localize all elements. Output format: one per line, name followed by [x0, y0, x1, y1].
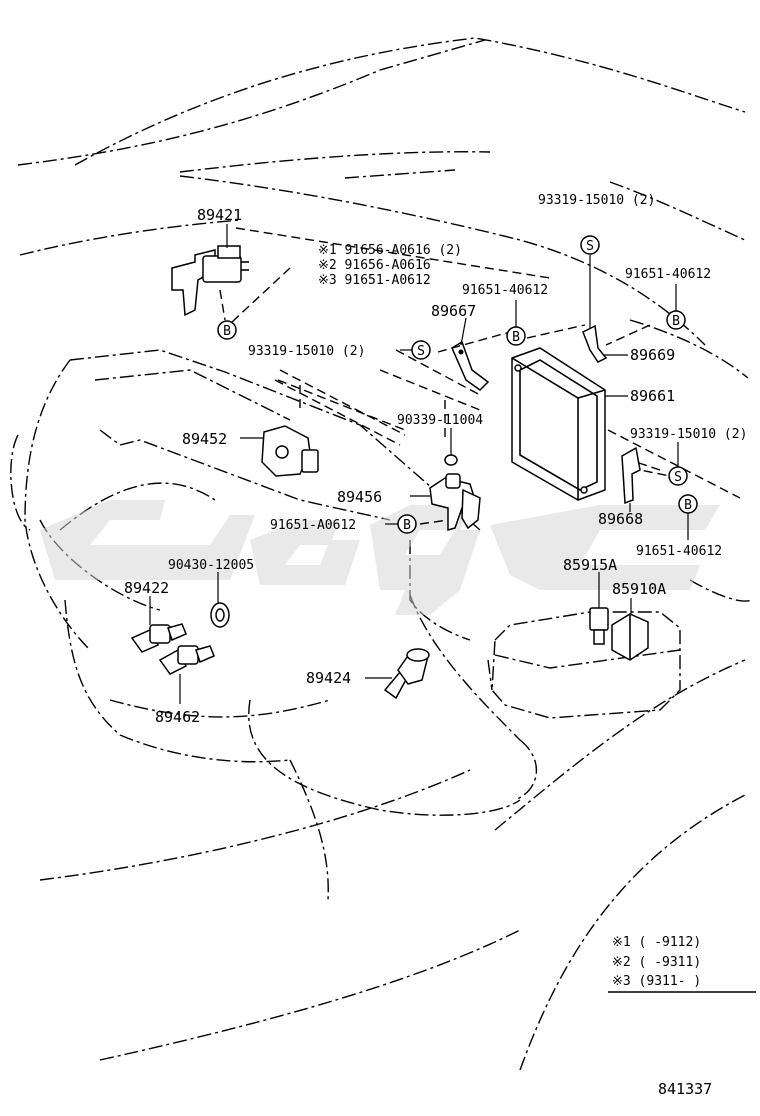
leader-lines	[219, 227, 741, 525]
part-90430-12005-gasket[interactable]	[210, 572, 230, 628]
label-89456[interactable]: 89456	[337, 488, 382, 506]
part-89452-sensor[interactable]	[240, 425, 319, 477]
label-89669[interactable]: 89669	[630, 346, 675, 364]
part-85910a-relay[interactable]	[611, 598, 649, 661]
label-91651-40612-right[interactable]: 91651-40612	[625, 267, 711, 282]
screw-symbol[interactable]: S	[411, 340, 431, 360]
bolt-symbol[interactable]: B	[217, 320, 237, 340]
svg-text:B: B	[223, 324, 231, 339]
label-93319-15010-mid[interactable]: 93319-15010 (2)	[248, 344, 365, 359]
label-89452[interactable]: 89452	[182, 430, 227, 448]
svg-text:B: B	[512, 330, 520, 345]
label-ticks	[385, 284, 689, 540]
part-89424-sensor[interactable]	[365, 648, 430, 700]
variant-line-2[interactable]: ※2 91656-A0616	[318, 258, 431, 273]
label-93319-15010-right[interactable]: 93319-15010 (2)	[630, 427, 747, 442]
label-90430-12005[interactable]: 90430-12005	[168, 558, 254, 573]
svg-text:B: B	[672, 314, 680, 329]
legend-line-3: ※3 (9311- )	[612, 974, 701, 989]
part-89462-sensor[interactable]	[158, 645, 215, 704]
svg-text:S: S	[674, 470, 682, 485]
label-89421[interactable]: 89421	[197, 206, 242, 224]
label-85910a[interactable]: 85910A	[612, 580, 666, 598]
screw-symbol[interactable]: S	[668, 466, 688, 486]
svg-text:S: S	[586, 239, 594, 254]
bolt-symbol[interactable]: B	[397, 514, 417, 534]
label-90339-11004[interactable]: 90339-11004	[397, 413, 483, 428]
body-outline	[17, 37, 753, 1071]
bolt-symbol[interactable]: B	[678, 494, 698, 514]
label-89668[interactable]: 89668	[598, 510, 643, 528]
part-89456-sensor[interactable]	[410, 473, 481, 531]
variant-line-3[interactable]: ※3 91651-A0612	[318, 273, 431, 288]
svg-text:S: S	[417, 344, 425, 359]
label-89667[interactable]: 89667	[431, 302, 476, 320]
part-89661-ecu[interactable]	[511, 347, 628, 501]
label-89422[interactable]: 89422	[124, 579, 169, 597]
part-89669-bracket[interactable]	[582, 255, 628, 363]
bolt-symbol[interactable]: B	[666, 310, 686, 330]
label-91651-40612-bottom[interactable]: 91651-40612	[636, 544, 722, 559]
label-91651-a0612[interactable]: 91651-A0612	[270, 518, 356, 533]
variant-callout: ※1 91656-A0616 (2) ※2 91656-A0616 ※3 916…	[318, 243, 462, 288]
part-89421-sensor[interactable]	[171, 224, 249, 317]
label-85915a[interactable]: 85915A	[563, 556, 617, 574]
legend: ※1 ( -9112) ※2 ( -9311) ※3 (9311- )	[608, 935, 756, 993]
svg-text:B: B	[684, 498, 692, 513]
part-85915a-relay[interactable]	[589, 572, 609, 645]
diagram-number: 841337	[658, 1080, 712, 1098]
part-89667-bracket[interactable]	[451, 317, 490, 391]
part-90339-11004-cap[interactable]	[444, 428, 458, 466]
screw-symbol[interactable]: S	[580, 235, 600, 255]
label-89462[interactable]: 89462	[155, 708, 200, 726]
label-91651-40612-mid[interactable]: 91651-40612	[462, 283, 548, 298]
label-93319-15010-top[interactable]: 93319-15010 (2)	[538, 193, 655, 208]
variant-line-1[interactable]: ※1 91656-A0616 (2)	[318, 243, 462, 258]
svg-text:B: B	[403, 518, 411, 533]
part-89668-bracket[interactable]	[621, 446, 641, 512]
bolt-symbol[interactable]: B	[506, 326, 526, 346]
part-labels: 89421 89667 89669 89661 89452 89456 8966…	[124, 193, 747, 726]
watermark-logo	[40, 500, 720, 615]
legend-line-2: ※2 ( -9311)	[612, 955, 701, 970]
label-89661[interactable]: 89661	[630, 387, 675, 405]
legend-line-1: ※1 ( -9112)	[612, 935, 701, 950]
part-89422-sensor[interactable]	[130, 596, 187, 653]
label-89424[interactable]: 89424	[306, 669, 351, 687]
relay-box-outline	[487, 611, 681, 719]
